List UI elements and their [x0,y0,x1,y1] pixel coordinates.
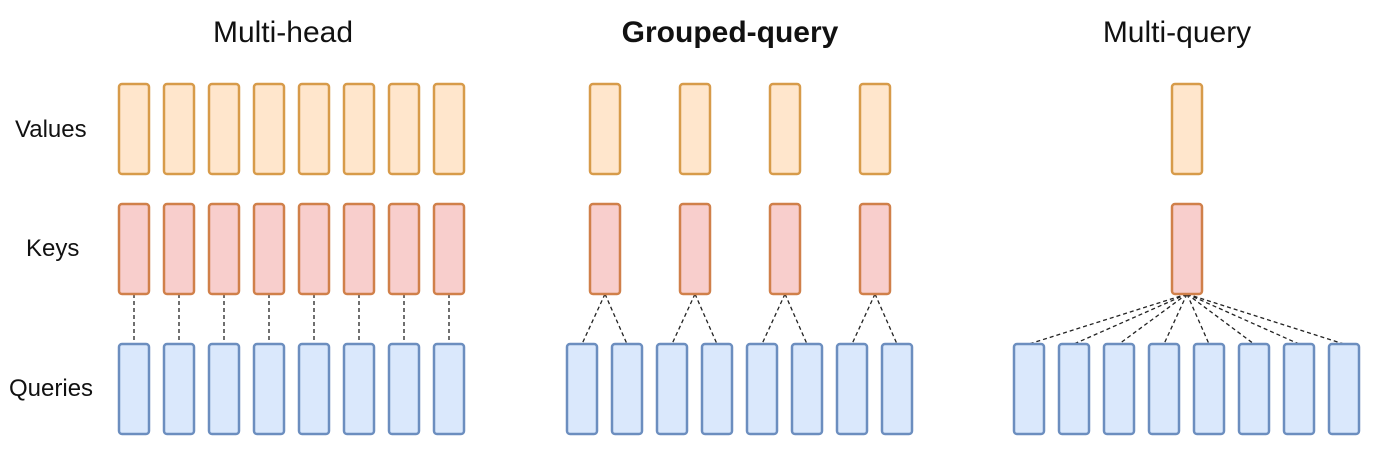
multi-query-key-head [1170,202,1204,296]
grouped-query-query-head [745,342,779,436]
multi-query-value-head [1170,82,1204,176]
grouped-query-value-head [588,82,622,176]
multi-head-key-head [387,202,421,296]
grouped-query-value-head [858,82,892,176]
grouped-query-query-head [700,342,734,436]
multi-query-connector [1186,293,1255,345]
multi-head-key-head [252,202,286,296]
grouped-query-connector [851,293,876,345]
grouped-query-key-head [768,202,802,296]
connector-lines [133,293,1345,345]
multi-head-key-head [342,202,376,296]
multi-query-query-head [1012,342,1046,436]
multi-head-value-head [162,82,196,176]
multi-head-query-head [207,342,241,436]
grouped-query-connector [784,293,808,345]
multi-head-key-head [207,202,241,296]
multi-head-query-head [117,342,151,436]
multi-head-key-head [432,202,466,296]
grouped-query-connector [604,293,628,345]
grouped-query-query-head [610,342,644,436]
multi-query-query-head [1192,342,1226,436]
multi-head-query-head [387,342,421,436]
multi-head-value-head [432,82,466,176]
grouped-query-query-head [880,342,914,436]
multi-query-connector [1163,293,1188,345]
multi-head-value-head [117,82,151,176]
multi-head-value-head [252,82,286,176]
multi-head-query-head [297,342,331,436]
row-label-values: Values [15,116,87,143]
multi-query-connector [1028,293,1188,345]
multi-head-key-head [297,202,331,296]
grouped-query-query-head [565,342,599,436]
grouped-query-query-head [835,342,869,436]
grouped-query-connector [581,293,606,345]
title-multi-head: Multi-head [213,16,353,49]
grouped-query-query-head [790,342,824,436]
multi-query-query-head [1057,342,1091,436]
multi-query-query-head [1237,342,1271,436]
multi-head-key-head [117,202,151,296]
grouped-query-value-head [768,82,802,176]
multi-query-query-head [1327,342,1361,436]
multi-query-query-head [1147,342,1181,436]
grouped-query-connector [874,293,898,345]
multi-head-key-head [162,202,196,296]
grouped-query-key-head [678,202,712,296]
multi-head-value-head [342,82,376,176]
grouped-query-key-head [858,202,892,296]
multi-head-value-head [207,82,241,176]
grouped-query-connector [671,293,696,345]
multi-query-connector [1073,293,1188,345]
row-label-keys: Keys [26,235,79,262]
multi-head-value-head [387,82,421,176]
title-grouped-query: Grouped-query [622,16,839,49]
multi-query-connector [1186,293,1345,345]
multi-head-query-head [162,342,196,436]
multi-query-connector [1118,293,1188,345]
multi-head-query-head [432,342,466,436]
head-boxes [117,82,1361,436]
row-label-queries: Queries [9,375,93,402]
grouped-query-key-head [588,202,622,296]
grouped-query-query-head [655,342,689,436]
multi-query-query-head [1102,342,1136,436]
multi-query-query-head [1282,342,1316,436]
multi-head-query-head [252,342,286,436]
multi-head-value-head [297,82,331,176]
grouped-query-connector [694,293,718,345]
multi-query-connector [1186,293,1210,345]
title-multi-query: Multi-query [1103,16,1251,49]
grouped-query-connector [761,293,786,345]
grouped-query-value-head [678,82,712,176]
multi-head-query-head [342,342,376,436]
